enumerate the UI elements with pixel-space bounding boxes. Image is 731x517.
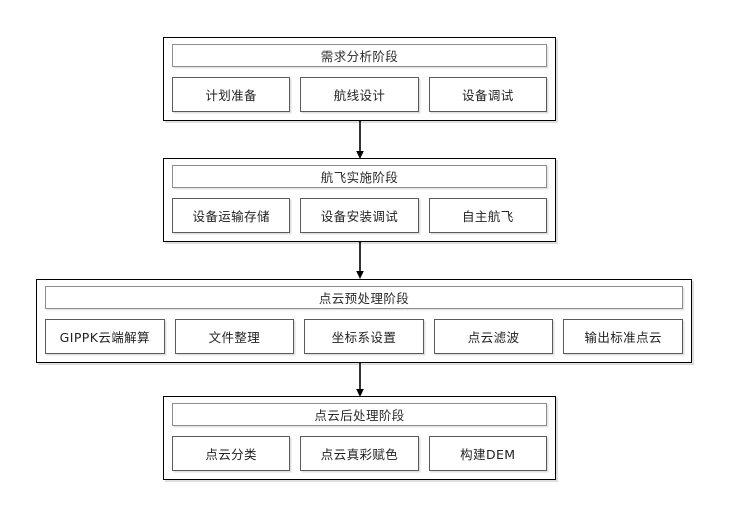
task-box-build-dem[interactable]: 构建DEM [428,436,547,471]
connector-stage1-to-stage2 [353,121,367,159]
task-box-equipment-install-debug[interactable]: 设备安装调试 [300,198,419,233]
task-box-route-design[interactable]: 航线设计 [300,77,419,112]
stage-items-row: GIPPK云端解算 文件整理 坐标系设置 点云滤波 输出标准点云 [45,319,683,354]
stage-header-requirement-analysis: 需求分析阶段 [172,44,547,67]
arrow-down-icon [356,121,364,159]
task-box-file-organization[interactable]: 文件整理 [174,319,295,354]
stage-block-point-cloud-postprocessing: 点云后处理阶段 点云分类 点云真彩赋色 构建DEM [163,396,556,480]
stage-block-requirement-analysis: 需求分析阶段 计划准备 航线设计 设备调试 [163,37,556,121]
stage-items-row: 设备运输存储 设备安装调试 自主航飞 [172,198,547,233]
arrow-down-icon [356,363,364,397]
stage-header-flight-implementation: 航飞实施阶段 [172,165,547,188]
task-box-autonomous-flight[interactable]: 自主航飞 [428,198,547,233]
stage-header-point-cloud-postprocessing: 点云后处理阶段 [172,403,547,426]
stage-block-flight-implementation: 航飞实施阶段 设备运输存储 设备安装调试 自主航飞 [163,158,556,242]
task-box-point-cloud-true-color[interactable]: 点云真彩赋色 [300,436,419,471]
stage-block-point-cloud-preprocessing: 点云预处理阶段 GIPPK云端解算 文件整理 坐标系设置 点云滤波 输出标准点云 [36,279,692,363]
task-box-output-standard-point-cloud[interactable]: 输出标准点云 [563,319,683,354]
task-box-point-cloud-filtering[interactable]: 点云滤波 [433,319,554,354]
task-box-coordinate-system-setup[interactable]: 坐标系设置 [304,319,424,354]
task-box-plan-preparation[interactable]: 计划准备 [172,77,291,112]
task-box-equipment-debugging[interactable]: 设备调试 [428,77,547,112]
task-box-point-cloud-classification[interactable]: 点云分类 [172,436,291,471]
connector-stage2-to-stage3 [353,242,367,279]
stage-header-point-cloud-preprocessing: 点云预处理阶段 [45,286,683,309]
task-box-gippk-cloud-solution[interactable]: GIPPK云端解算 [45,319,165,354]
stage-items-row: 点云分类 点云真彩赋色 构建DEM [172,436,547,471]
task-box-equipment-transport-storage[interactable]: 设备运输存储 [172,198,291,233]
connector-stage3-to-stage4 [353,363,367,397]
stage-items-row: 计划准备 航线设计 设备调试 [172,77,547,112]
arrow-down-icon [356,242,364,279]
